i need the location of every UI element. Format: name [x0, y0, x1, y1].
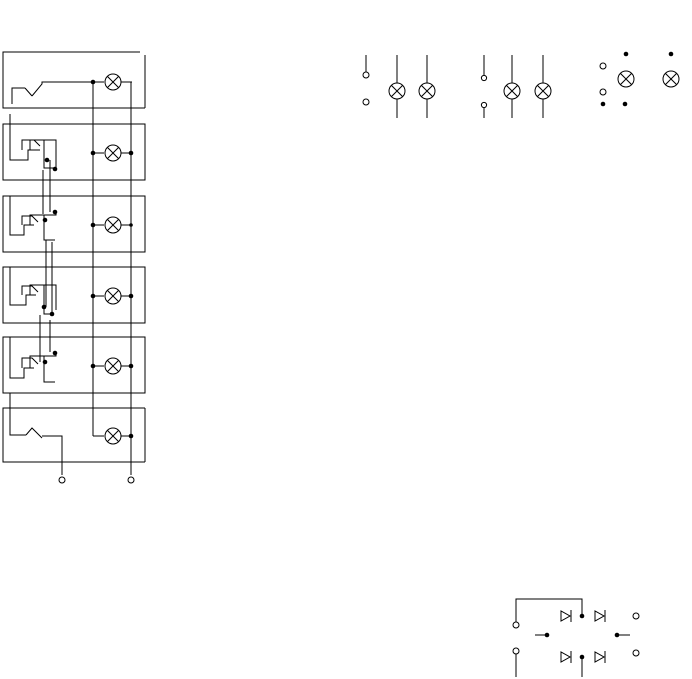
switch-box-4	[2, 266, 146, 324]
switch-box-2	[2, 114, 146, 181]
lamp-icon	[662, 70, 680, 88]
lamp-group-2	[480, 55, 552, 118]
switch-box-3	[2, 195, 146, 253]
diode-icon	[594, 650, 606, 664]
lamp-icon	[104, 73, 122, 91]
diode-icon	[594, 609, 606, 623]
lamp-icon	[104, 287, 122, 305]
lamp-icon	[534, 82, 552, 100]
lamp-icon	[503, 82, 521, 100]
lamp-icon	[617, 70, 635, 88]
switch-box-6	[2, 393, 146, 475]
switch-box-1	[2, 51, 146, 109]
terminal-icon	[127, 476, 135, 484]
switch-box-5	[2, 336, 146, 394]
lamp-icon	[104, 357, 122, 375]
lamp-icon	[104, 144, 122, 162]
diode-circuit	[512, 598, 640, 677]
lamp-icon	[104, 427, 122, 445]
lamp-icon	[418, 82, 436, 100]
diode-icon	[560, 650, 572, 664]
lamp-group-1	[362, 55, 436, 118]
lamp-icon	[388, 82, 406, 100]
terminal-icon	[58, 476, 66, 484]
lamp-group-3	[599, 51, 680, 107]
switch-stack	[2, 51, 146, 484]
diode-icon	[560, 609, 572, 623]
lamp-icon	[104, 216, 122, 234]
